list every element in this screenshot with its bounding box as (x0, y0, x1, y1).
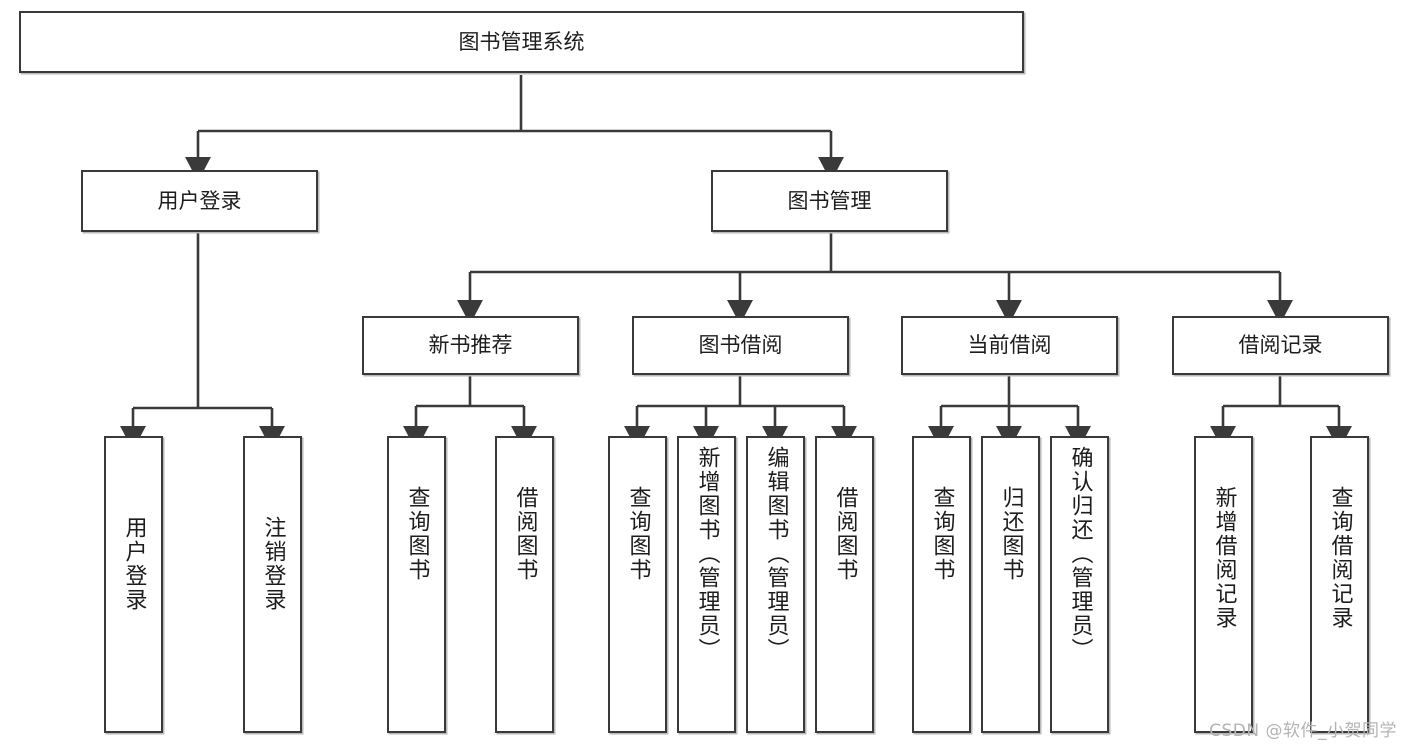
node-leaf-return-book[interactable]: 归还图书 (981, 436, 1040, 733)
node-leaf-query-borrow-record[interactable]: 查询借阅记录 (1310, 436, 1369, 733)
node-leaf-add-book-admin[interactable]: 新增图书（管理员） (677, 436, 736, 733)
node-label: 查询借阅记录 (1327, 486, 1353, 630)
node-label: 确认归还（管理员） (1067, 446, 1093, 662)
watermark-text: CSDN @软件_小贺同学 (1209, 721, 1397, 741)
node-current-borrow[interactable]: 当前借阅 (901, 316, 1118, 375)
node-leaf-query-book-recommend[interactable]: 查询图书 (387, 436, 446, 733)
node-leaf-logout[interactable]: 注销登录 (243, 436, 302, 733)
node-book-management[interactable]: 图书管理 (711, 170, 948, 232)
node-leaf-borrow-book[interactable]: 借阅图书 (815, 436, 874, 733)
node-leaf-edit-book-admin[interactable]: 编辑图书（管理员） (746, 436, 805, 733)
node-label: 新增借阅记录 (1211, 486, 1237, 630)
node-label: 查询图书 (404, 486, 430, 582)
node-label: 图书管理系统 (458, 29, 585, 54)
node-label: 注销登录 (260, 516, 286, 612)
node-label: 新书推荐 (428, 333, 513, 358)
node-label: 查询图书 (929, 486, 955, 582)
node-leaf-borrow-book-recommend[interactable]: 借阅图书 (495, 436, 554, 733)
node-label: 查询图书 (625, 486, 651, 582)
node-user-login[interactable]: 用户登录 (81, 170, 318, 232)
node-label: 新增图书（管理员） (694, 446, 720, 662)
node-label: 用户登录 (157, 188, 242, 213)
node-label: 当前借阅 (967, 333, 1052, 358)
node-leaf-query-book-current[interactable]: 查询图书 (912, 436, 971, 733)
node-label: 归还图书 (998, 486, 1024, 582)
node-book-borrow[interactable]: 图书借阅 (632, 316, 849, 375)
node-label: 图书借阅 (698, 333, 783, 358)
node-label: 借阅图书 (832, 486, 858, 582)
node-borrow-record[interactable]: 借阅记录 (1172, 316, 1389, 375)
node-label: 借阅记录 (1238, 333, 1323, 358)
node-label: 借阅图书 (512, 486, 538, 582)
node-leaf-query-book-borrow[interactable]: 查询图书 (608, 436, 667, 733)
node-label: 编辑图书（管理员） (763, 446, 789, 662)
node-new-book-recommend[interactable]: 新书推荐 (362, 316, 579, 375)
node-label: 图书管理 (787, 188, 872, 213)
node-leaf-add-borrow-record[interactable]: 新增借阅记录 (1194, 436, 1253, 733)
node-leaf-user-login[interactable]: 用户登录 (104, 436, 163, 733)
node-label: 用户登录 (121, 516, 147, 612)
node-root-book-management-system[interactable]: 图书管理系统 (19, 11, 1024, 73)
node-leaf-confirm-return-admin[interactable]: 确认归还（管理员） (1050, 436, 1109, 733)
